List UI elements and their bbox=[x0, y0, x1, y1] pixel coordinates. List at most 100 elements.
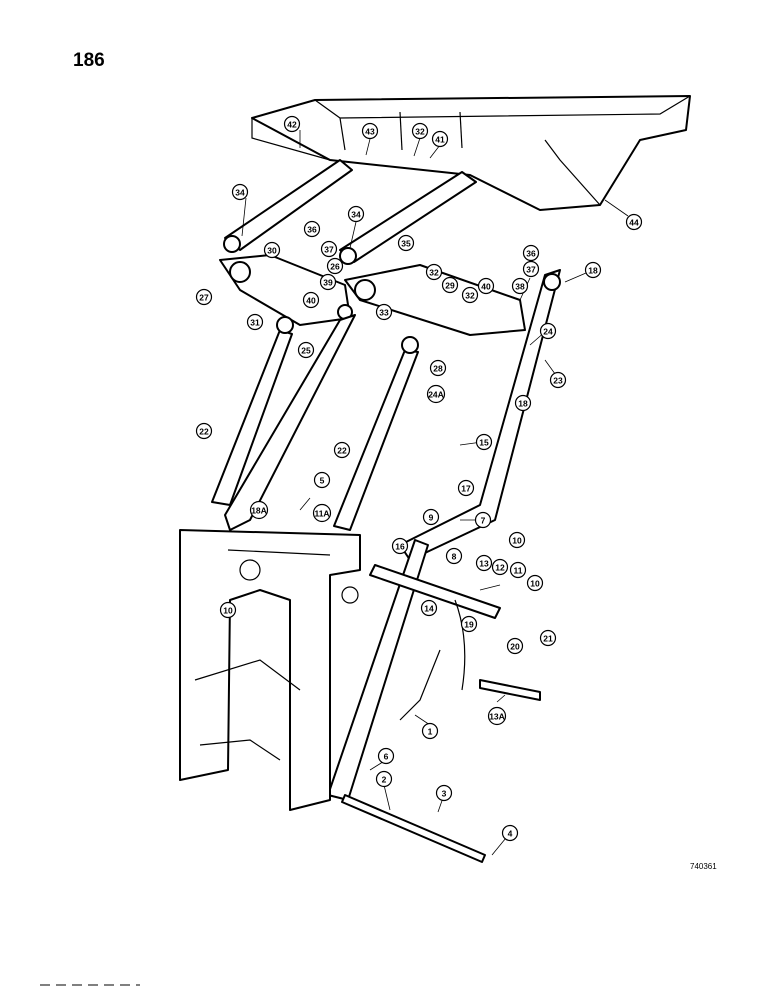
callout-41: 41 bbox=[431, 130, 449, 148]
callout-34: 34 bbox=[347, 205, 365, 223]
callout-8: 8 bbox=[445, 547, 463, 565]
callout-label: 26 bbox=[330, 262, 340, 272]
callout-36: 36 bbox=[303, 220, 321, 238]
callout-label: 32 bbox=[465, 291, 475, 301]
callout-circle bbox=[319, 273, 337, 291]
callout-circle bbox=[457, 479, 475, 497]
callout-label: 21 bbox=[543, 634, 553, 644]
callout-25: 25 bbox=[297, 341, 315, 359]
callout-circle bbox=[460, 615, 478, 633]
callout-circle bbox=[333, 441, 351, 459]
callout-21: 21 bbox=[539, 629, 557, 647]
mounting-frame bbox=[179, 529, 361, 811]
callout-label: 18A bbox=[251, 506, 267, 516]
callout-label: 41 bbox=[435, 135, 445, 145]
callout-36: 36 bbox=[522, 244, 540, 262]
callout-circle bbox=[302, 291, 320, 309]
callout-label: 9 bbox=[429, 513, 434, 523]
callout-9: 9 bbox=[422, 508, 440, 526]
callout-circle bbox=[375, 770, 393, 788]
callout-label: 11 bbox=[514, 566, 523, 576]
callout-12: 12 bbox=[491, 558, 509, 576]
page-number: 186 bbox=[73, 50, 105, 71]
pivot-pins bbox=[341, 564, 541, 863]
callout-10: 10 bbox=[508, 531, 526, 549]
callout-label: 22 bbox=[337, 446, 347, 456]
callout-label: 28 bbox=[433, 364, 443, 374]
callout-label: 19 bbox=[464, 620, 474, 630]
callout-label: 25 bbox=[301, 346, 311, 356]
callout-42: 42 bbox=[283, 115, 301, 133]
callout-circle bbox=[283, 115, 301, 133]
bucket bbox=[251, 95, 691, 211]
callout-label: 15 bbox=[479, 438, 489, 448]
callout-label: 14 bbox=[424, 604, 434, 614]
callout-label: 39 bbox=[323, 278, 333, 288]
callout-circle bbox=[219, 601, 237, 619]
callout-circle bbox=[509, 561, 527, 579]
callout-label: 31 bbox=[250, 318, 260, 328]
callout-circle bbox=[539, 629, 557, 647]
callout-26: 26 bbox=[326, 257, 344, 275]
callout-label: 12 bbox=[495, 563, 505, 573]
bellcrank-assembly bbox=[219, 254, 526, 336]
callout-24a: 24A bbox=[426, 384, 446, 404]
callout-31: 31 bbox=[246, 313, 264, 331]
callout-circle bbox=[445, 547, 463, 565]
callout-24: 24 bbox=[539, 322, 557, 340]
left-loader-arm bbox=[224, 314, 356, 531]
callout-circle bbox=[431, 130, 449, 148]
callout-32: 32 bbox=[461, 286, 479, 304]
callout-13: 13 bbox=[475, 554, 493, 572]
callout-circle bbox=[422, 508, 440, 526]
callout-circle bbox=[313, 471, 331, 489]
bucket-link-arms bbox=[223, 159, 477, 265]
callout-circle bbox=[231, 183, 249, 201]
callout-label: 35 bbox=[401, 239, 411, 249]
callout-circle bbox=[195, 288, 213, 306]
callout-circle bbox=[263, 241, 281, 259]
callout-label: 18 bbox=[518, 399, 528, 409]
callout-35: 35 bbox=[397, 234, 415, 252]
callout-18: 18 bbox=[514, 394, 532, 412]
callout-label: 33 bbox=[379, 308, 389, 318]
callout-circle bbox=[246, 313, 264, 331]
callout-circle bbox=[303, 220, 321, 238]
callout-circle bbox=[522, 244, 540, 262]
callout-circle bbox=[584, 261, 602, 279]
callout-40: 40 bbox=[477, 277, 495, 295]
callout-label: 44 bbox=[629, 218, 639, 228]
callout-33: 33 bbox=[375, 303, 393, 321]
callout-label: 13 bbox=[479, 559, 489, 569]
drawing-number: 740361 bbox=[690, 862, 717, 871]
callout-29: 29 bbox=[441, 276, 459, 294]
callout-circle bbox=[526, 574, 544, 592]
callout-4: 4 bbox=[501, 824, 519, 842]
callout-32: 32 bbox=[411, 122, 429, 140]
callout-30: 30 bbox=[263, 241, 281, 259]
callout-label: 37 bbox=[526, 265, 536, 275]
callout-circle bbox=[539, 322, 557, 340]
callout-circle bbox=[435, 784, 453, 802]
callout-label: 23 bbox=[553, 376, 563, 386]
callout-circle bbox=[487, 706, 507, 726]
callout-11: 11 bbox=[509, 561, 527, 579]
callout-circle bbox=[441, 276, 459, 294]
callout-circle bbox=[391, 537, 409, 555]
callout-22: 22 bbox=[333, 441, 351, 459]
callout-circle bbox=[195, 422, 213, 440]
callout-10: 10 bbox=[219, 601, 237, 619]
callout-circle bbox=[426, 384, 446, 404]
callout-label: 20 bbox=[510, 642, 520, 652]
callout-37: 37 bbox=[320, 240, 338, 258]
callout-label: 32 bbox=[415, 127, 425, 137]
callout-circle bbox=[474, 511, 492, 529]
callout-label: 40 bbox=[481, 282, 491, 292]
callout-circle bbox=[411, 122, 429, 140]
callout-label: 38 bbox=[515, 282, 525, 292]
callout-circle bbox=[429, 359, 447, 377]
callout-label: 30 bbox=[267, 246, 277, 256]
callout-circle bbox=[375, 303, 393, 321]
callout-label: 1 bbox=[428, 727, 433, 737]
